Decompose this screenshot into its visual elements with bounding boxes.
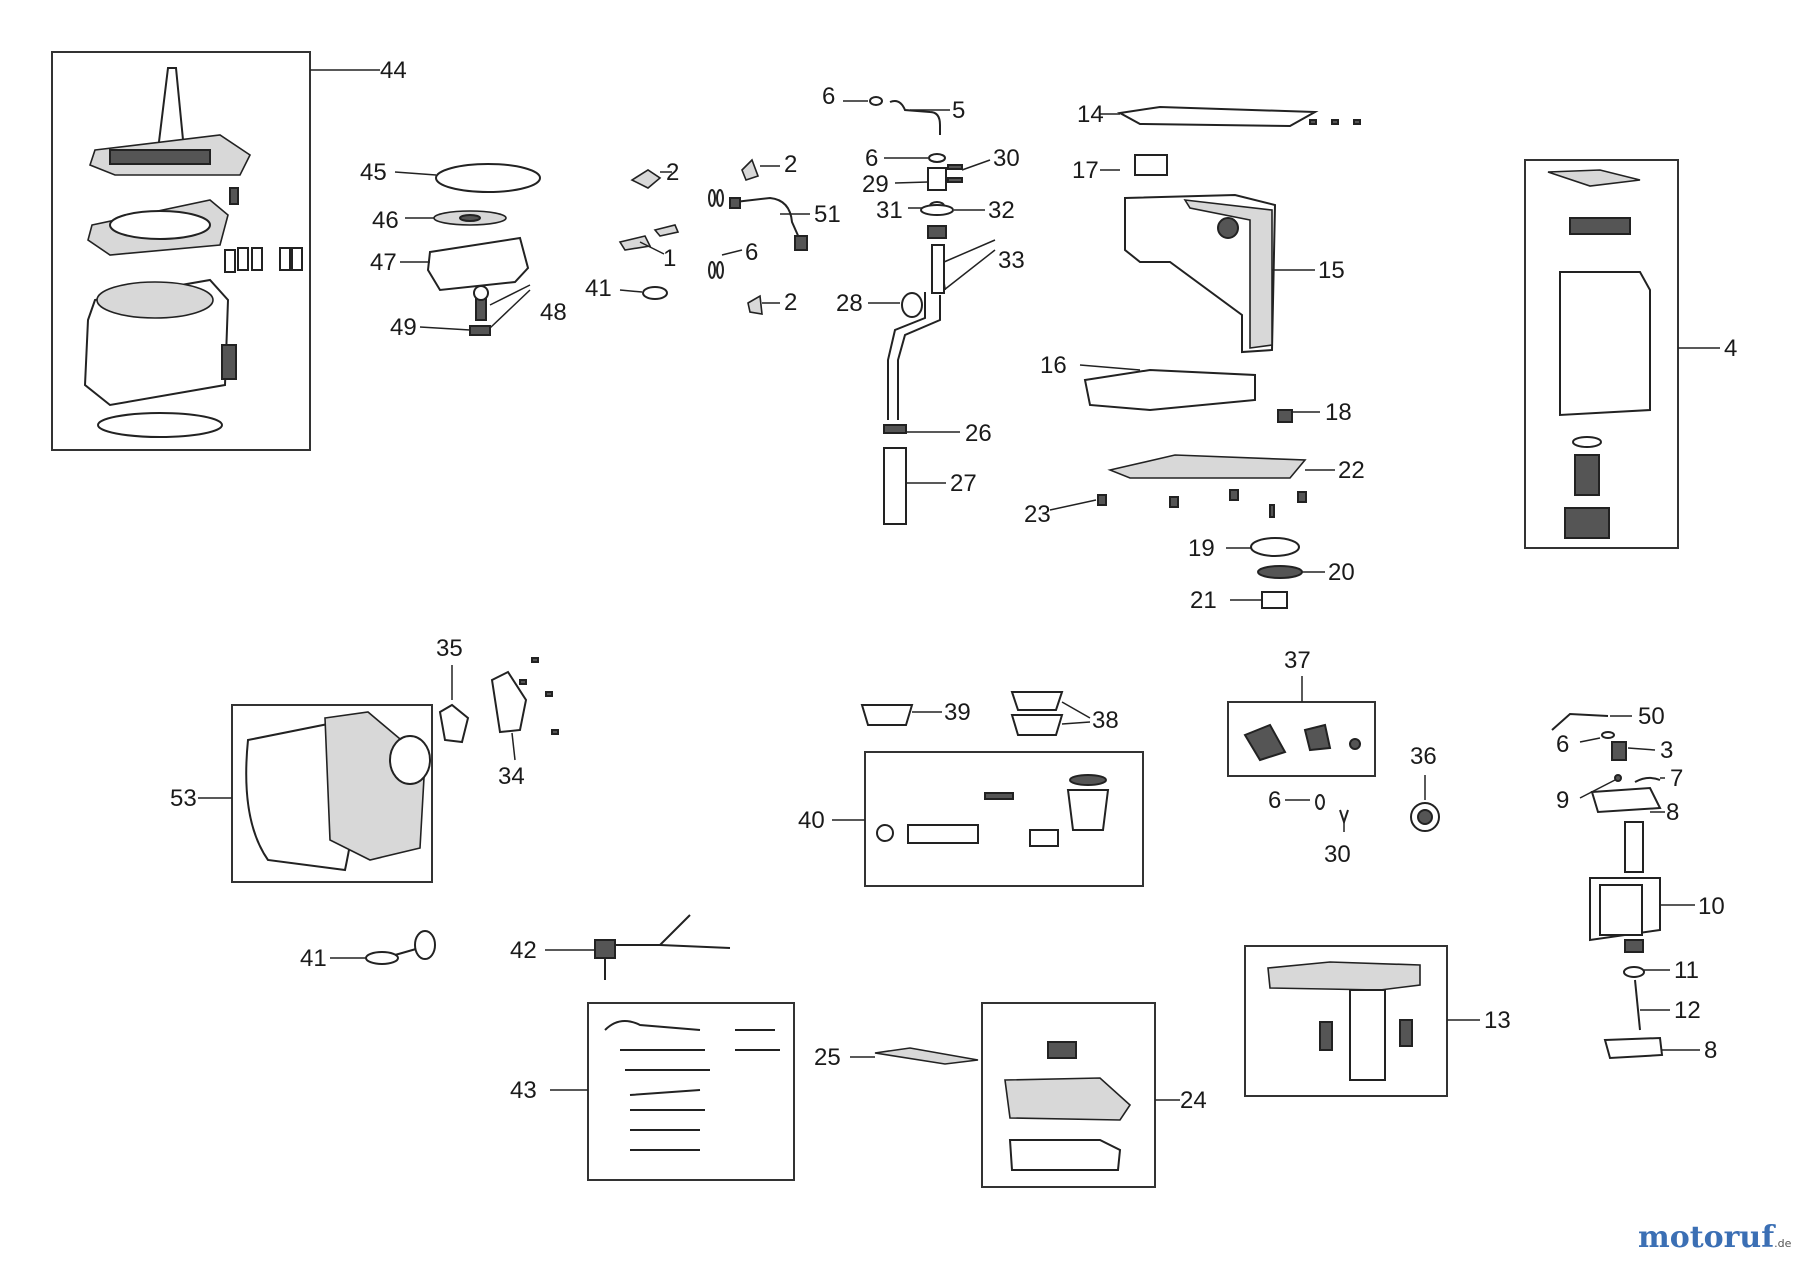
label-41a: 41 [585, 275, 612, 302]
label-28: 28 [836, 290, 863, 317]
label-5: 5 [952, 97, 965, 124]
label-3: 3 [1660, 737, 1673, 764]
label-2c: 2 [784, 289, 797, 316]
label-25: 25 [814, 1044, 841, 1071]
assembly-24 [981, 1002, 1180, 1188]
parts-45-49 [394, 163, 541, 336]
label-2a: 2 [666, 159, 679, 186]
label-22: 22 [1338, 457, 1365, 484]
spoon-and-cord [330, 914, 731, 980]
label-34: 34 [498, 763, 525, 790]
watermark-logo: motoruf.de [1638, 1220, 1791, 1255]
assembly-4 [1524, 159, 1720, 549]
assembly-13 [1244, 945, 1480, 1097]
label-7: 7 [1670, 765, 1683, 792]
label-42: 42 [510, 937, 537, 964]
part-labels: 44 45 46 47 48 49 2 1 41 2 51 6 2 6 5 6 … [170, 57, 1737, 1114]
label-4: 4 [1724, 335, 1737, 362]
label-6b: 6 [822, 83, 835, 110]
label-41b: 41 [300, 945, 327, 972]
label-26: 26 [965, 420, 992, 447]
label-30b: 30 [1324, 841, 1351, 868]
label-15: 15 [1318, 257, 1345, 284]
label-23: 23 [1024, 501, 1051, 528]
label-50: 50 [1638, 703, 1665, 730]
label-30a: 30 [993, 145, 1020, 172]
label-32: 32 [988, 197, 1015, 224]
drip-grid-25 [850, 1047, 979, 1065]
label-6d: 6 [1268, 787, 1281, 814]
label-11: 11 [1674, 957, 1699, 984]
label-33: 33 [998, 247, 1025, 274]
label-18: 18 [1325, 399, 1352, 426]
label-8b: 8 [1704, 1037, 1717, 1064]
label-17: 17 [1072, 157, 1099, 184]
label-49: 49 [390, 314, 417, 341]
label-24: 24 [1180, 1087, 1207, 1114]
label-40: 40 [798, 807, 825, 834]
label-45: 45 [360, 159, 387, 186]
label-12: 12 [1674, 997, 1701, 1024]
brand-name: motoruf [1638, 1220, 1775, 1255]
assembly-37 [1227, 676, 1440, 832]
label-2b: 2 [784, 151, 797, 178]
label-21: 21 [1190, 587, 1217, 614]
label-38: 38 [1092, 707, 1119, 734]
label-43: 43 [510, 1077, 537, 1104]
steam-tube-assembly [843, 96, 996, 525]
label-51: 51 [814, 201, 841, 228]
label-1: 1 [663, 245, 676, 272]
label-53: 53 [170, 785, 197, 812]
label-48: 48 [540, 299, 567, 326]
label-27: 27 [950, 470, 977, 497]
label-20: 20 [1328, 559, 1355, 586]
label-8a: 8 [1666, 799, 1679, 826]
label-9: 9 [1556, 787, 1569, 814]
pump-assembly [1551, 712, 1700, 1060]
label-16: 16 [1040, 352, 1067, 379]
label-37: 37 [1284, 647, 1311, 674]
filter-group [832, 691, 1144, 887]
label-46: 46 [372, 207, 399, 234]
label-6a: 6 [745, 239, 758, 266]
label-44: 44 [380, 57, 407, 84]
label-47: 47 [370, 249, 397, 276]
label-10: 10 [1698, 893, 1725, 920]
label-6c: 6 [865, 145, 878, 172]
label-39: 39 [944, 699, 971, 726]
parts-clips-hose [618, 158, 810, 315]
label-29: 29 [862, 171, 889, 198]
label-13: 13 [1484, 1007, 1511, 1034]
label-36: 36 [1410, 743, 1437, 770]
label-14: 14 [1077, 101, 1104, 128]
assembly-43 [550, 1002, 795, 1181]
brand-domain: .de [1774, 1237, 1792, 1250]
front-panel-group [198, 657, 559, 883]
label-6e: 6 [1556, 731, 1569, 758]
label-35: 35 [436, 635, 463, 662]
assembly-44 [51, 51, 380, 451]
label-19: 19 [1188, 535, 1215, 562]
label-31: 31 [876, 197, 903, 224]
housing-assembly [1049, 105, 1361, 609]
